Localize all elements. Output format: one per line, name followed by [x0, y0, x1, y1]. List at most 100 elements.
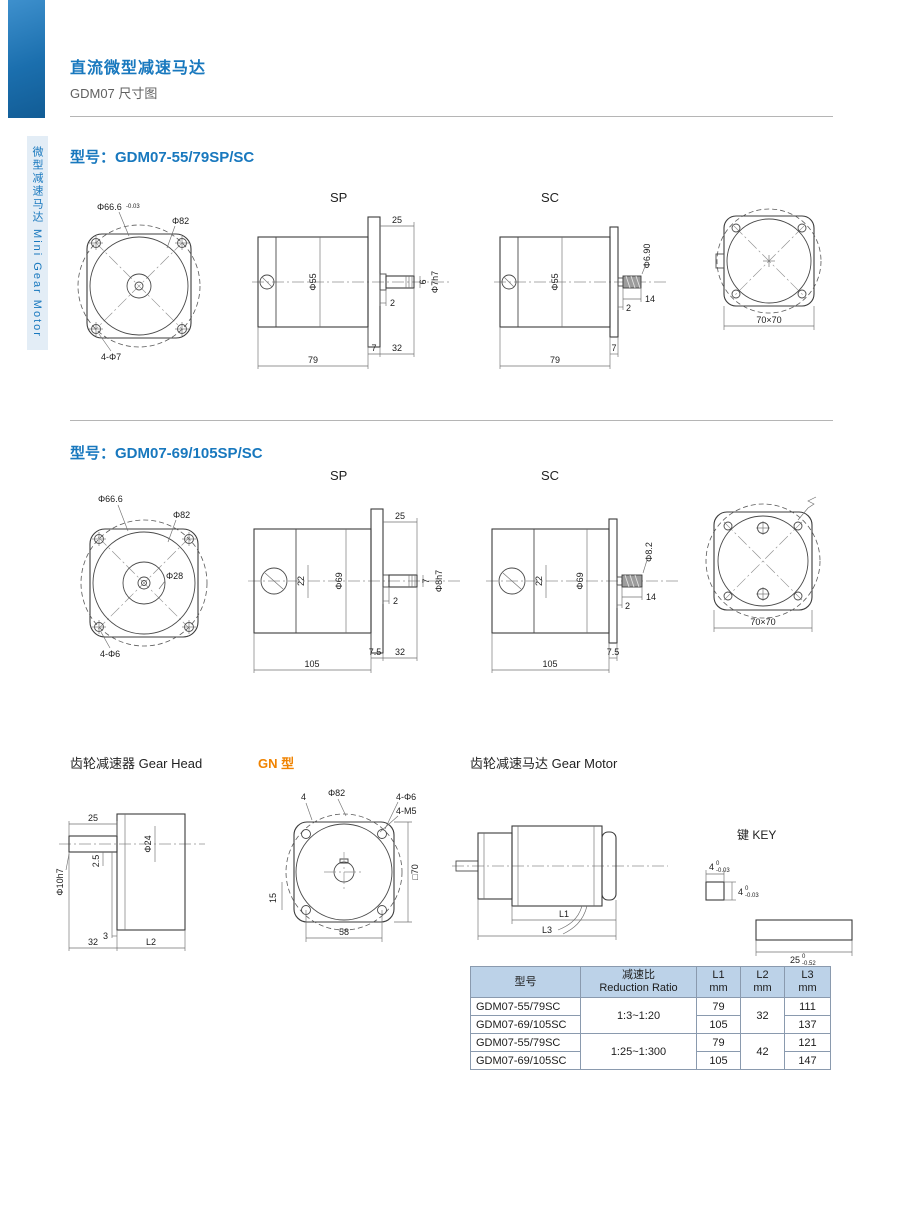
- dim-label: □70: [410, 864, 420, 879]
- cell-ratio: 1:25~1:300: [580, 1033, 697, 1071]
- body-circle: [717, 515, 809, 607]
- dim-label: L3: [542, 925, 552, 935]
- dim-tolerance: 0: [745, 886, 749, 892]
- dim-label: 4: [709, 862, 714, 872]
- dim-label: 4: [301, 792, 306, 802]
- cell-l1: 105: [696, 1051, 741, 1071]
- col-header-model: 型号: [470, 965, 581, 999]
- s1-sc-side-view-drawing: Φ55 Φ6.90 14 2 7 79: [494, 226, 667, 369]
- dimension-lines: [705, 870, 853, 956]
- cell-l3: 111: [784, 997, 831, 1017]
- rear-cap: [601, 831, 617, 901]
- dim-label: Φ55: [550, 273, 560, 290]
- gear-motor-drawing: L1 L3: [452, 825, 668, 940]
- dim-label: Φ66.6: [98, 494, 123, 504]
- cell-l3: 121: [784, 1033, 831, 1053]
- key-drawing: 4 0 -0.03 4 0 -0.03 25 0 -0.52: [705, 861, 853, 967]
- s1-rear-view-drawing: 70×70: [715, 208, 822, 330]
- screw-head: [501, 274, 517, 290]
- dim-label: Φ82: [172, 216, 189, 226]
- cell-l1: 105: [696, 1015, 741, 1035]
- corner-holes: [723, 521, 803, 601]
- section1-sp-label: SP: [330, 190, 348, 205]
- corner-holes: [731, 223, 807, 299]
- dimension-lines: [499, 237, 647, 369]
- dim-label: Φ66.6: [97, 202, 122, 212]
- worm-threads: [625, 275, 641, 289]
- dim-label: 105: [542, 659, 557, 669]
- cell-l2: 32: [740, 997, 785, 1035]
- dim-label: 58: [339, 927, 349, 937]
- leader-lines: [98, 211, 176, 352]
- s2-rear-view-drawing: 70×70: [705, 496, 821, 632]
- dim-label: 4: [738, 887, 743, 897]
- body-circle: [726, 218, 812, 304]
- bolt-circle: [77, 224, 201, 348]
- screw-slot: [503, 276, 515, 288]
- corner-holes: [92, 532, 196, 634]
- bolt-circle: [80, 519, 208, 647]
- pilot-circle: [92, 531, 196, 635]
- ratio-header-en: Reduction Ratio: [599, 982, 678, 995]
- dim-label: 2.5: [91, 855, 101, 868]
- screw-head: [260, 567, 288, 595]
- dim-label: 4-Φ7: [101, 352, 121, 362]
- worm-threads: [624, 574, 640, 588]
- flange-square: [89, 528, 199, 638]
- dim-label: 79: [308, 355, 318, 365]
- boss-circle: [126, 273, 152, 299]
- dim-tolerance: -0.03: [716, 868, 730, 874]
- section2-sp-label: SP: [330, 468, 348, 483]
- l3-unit: mm: [798, 982, 817, 995]
- gn-square: [293, 821, 395, 923]
- pilot-circle: [89, 236, 189, 336]
- gear-head-title: 齿轮减速器 Gear Head: [70, 756, 203, 771]
- lead-wire: [797, 496, 817, 521]
- screw-head: [498, 567, 526, 595]
- dim-tolerance: 0: [802, 954, 806, 960]
- l3-label: L3: [801, 969, 814, 981]
- key-cross-section: [705, 881, 725, 901]
- s1-front-view-drawing: Φ66.6 -0.03 Φ82 4-Φ7: [77, 202, 201, 362]
- dim-label: 4-Φ6: [100, 649, 120, 659]
- dim-label: 32: [392, 343, 402, 353]
- dim-tolerance: -0.03: [126, 204, 140, 210]
- cell-l1: 79: [696, 1033, 741, 1053]
- section1-title: 型号：GDM07-55/79SP/SC: [70, 149, 255, 166]
- gear-head-drawing: 25 2.5 Φ10h7 Φ24 3 32 L2: [55, 813, 205, 951]
- dim-label: Φ10h7: [55, 868, 65, 895]
- cover-screws: [756, 521, 770, 601]
- table-row: GDM07-55/79SC 1:3~1:20 79 32 111: [470, 997, 831, 1035]
- dim-label: 2: [626, 303, 631, 313]
- leader-lines: [281, 798, 412, 942]
- cell-ratio: 1:3~1:20: [580, 997, 697, 1035]
- key-title: 键 KEY: [737, 828, 777, 842]
- shaft-circle: [137, 576, 151, 590]
- section2-title: 型号：GDM07-69/105SP/SC: [70, 445, 263, 462]
- screw-slot: [261, 276, 273, 288]
- dim-label: 7: [611, 343, 616, 353]
- corner-holes: [301, 829, 387, 915]
- dimension-lines: [713, 610, 813, 632]
- lead-wires: [557, 905, 588, 935]
- screw-head: [259, 274, 275, 290]
- dim-label: 7.5: [369, 647, 382, 657]
- dim-label: Φ8h7: [434, 570, 444, 592]
- dim-label: 25: [395, 511, 405, 521]
- centerlines: [97, 536, 191, 630]
- dim-label: 2: [625, 601, 630, 611]
- leader-lines: [100, 504, 177, 649]
- section2-sc-label: SC: [541, 468, 560, 483]
- dimension-lines: [723, 306, 815, 330]
- header-divider: [70, 116, 833, 117]
- centerlines: [723, 521, 803, 601]
- dim-label: 2: [390, 298, 395, 308]
- shaft-circle: [134, 281, 144, 291]
- dim-label: 22: [296, 576, 306, 586]
- section-divider: [70, 420, 833, 421]
- spec-table: 型号 减速比 Reduction Ratio L1 mm L2 mm L3 mm: [470, 965, 831, 1071]
- cell-model: GDM07-55/79SC: [470, 1033, 581, 1053]
- table-row: GDM07-55/79SC 1:25~1:300 79 42 121: [470, 1033, 831, 1071]
- keyway: [339, 858, 349, 864]
- col-header-l1: L1 mm: [696, 965, 741, 999]
